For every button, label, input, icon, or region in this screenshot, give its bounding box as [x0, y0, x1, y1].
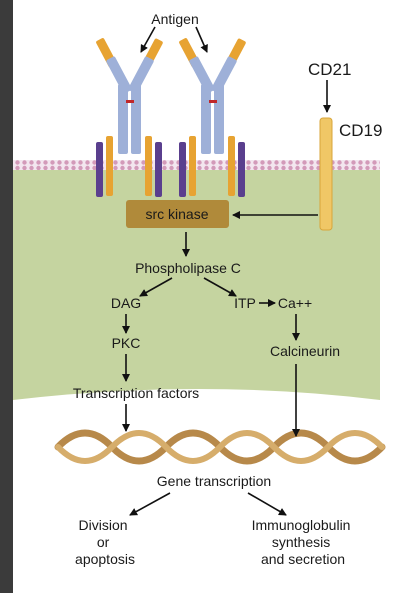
src-kinase-box: [126, 200, 229, 228]
dag-label: DAG: [111, 295, 141, 311]
gene-transcription-label: Gene transcription: [157, 473, 271, 489]
division-line-1: Division: [79, 517, 128, 533]
division-label: Division or apoptosis: [75, 517, 135, 567]
cd19-coreceptor: [319, 117, 333, 231]
cd19-label: CD19: [339, 121, 382, 140]
ig-line-3: and secretion: [261, 551, 345, 567]
cd21-label: CD21: [308, 60, 351, 79]
src-kinase-label: src kinase: [145, 206, 208, 222]
arrow-antigen-to-left-receptor: [140, 26, 156, 53]
arrow-plc-to-dag: [139, 277, 173, 297]
dna-helix: [54, 429, 386, 465]
arrow-to-immunoglobulin: [247, 492, 287, 516]
itp-label: ITP: [234, 295, 256, 311]
ig-line-1: Immunoglobulin: [252, 517, 351, 533]
arrow-to-division: [129, 492, 171, 516]
arrow-plc-to-itp: [203, 277, 237, 297]
division-line-2: or: [97, 534, 110, 550]
arrow-antigen-to-right-receptor: [195, 26, 208, 53]
bcr-receptor-right: [179, 38, 246, 197]
immunoglobulin-label: Immunoglobulin synthesis and secretion: [252, 517, 355, 567]
page-edge-shadow: [0, 0, 13, 593]
calcium-label: Ca++: [278, 295, 312, 311]
calcineurin-label: Calcineurin: [270, 343, 340, 359]
cell-membrane: [13, 160, 380, 170]
cytoplasm: [13, 166, 380, 400]
transcription-factors-label: Transcription factors: [73, 385, 199, 401]
ig-line-2: synthesis: [272, 534, 330, 550]
pkc-label: PKC: [112, 335, 141, 351]
antigen-label: Antigen: [151, 11, 198, 27]
phospholipase-c-label: Phospholipase C: [135, 260, 241, 276]
division-line-3: apoptosis: [75, 551, 135, 567]
bcr-receptor-left: [96, 38, 163, 197]
